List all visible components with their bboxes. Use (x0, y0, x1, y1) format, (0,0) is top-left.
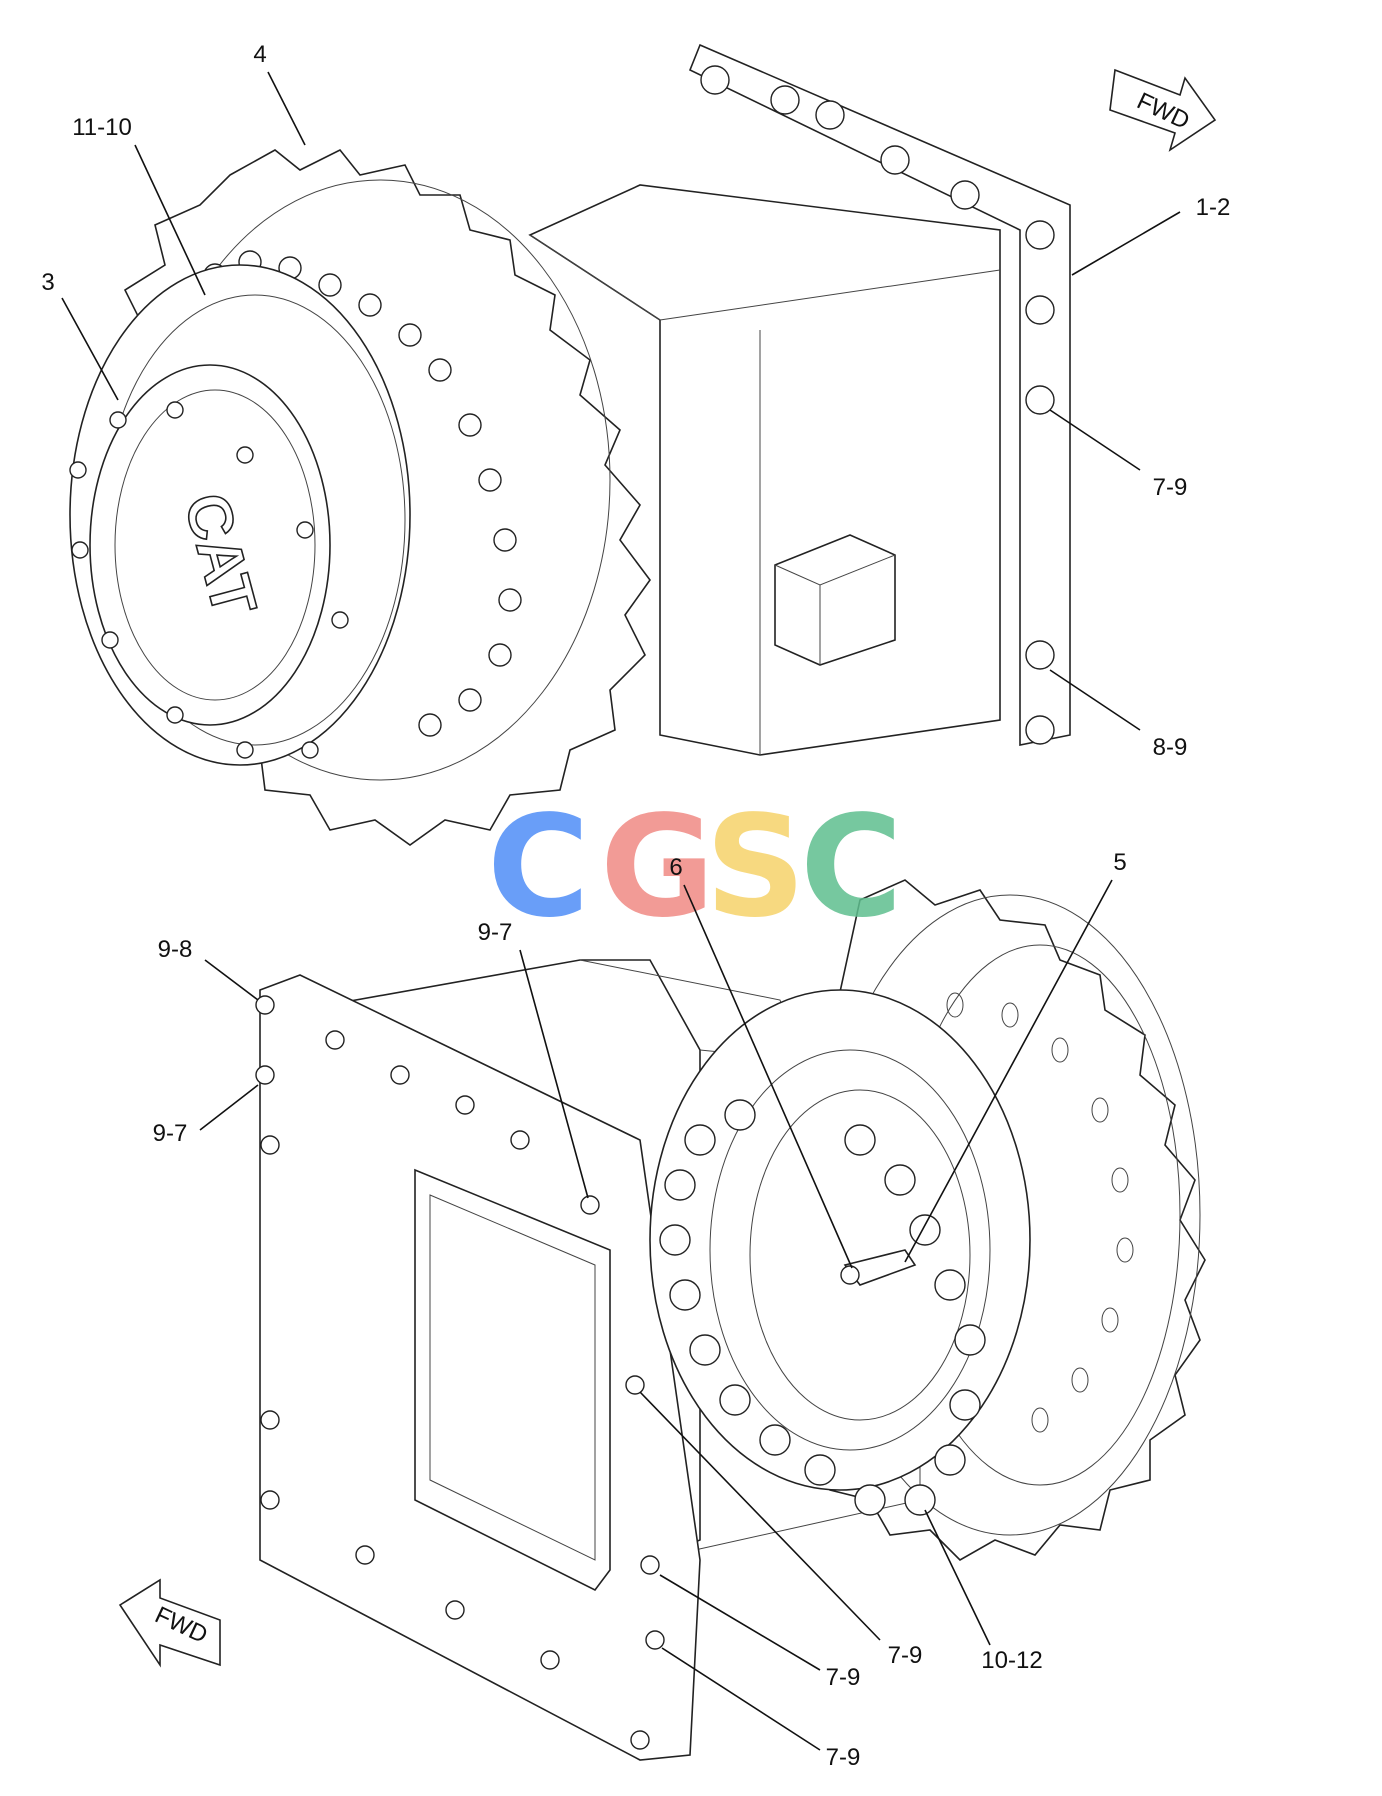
callout-7-9-low: 7-9 (659, 1574, 861, 1691)
plate-window (414, 1168, 611, 1592)
upper-flange-bolts (700, 65, 1055, 745)
hub-cover-bolts (69, 401, 349, 759)
lower-assembly (255, 879, 1206, 1761)
callout-9-8: 9-8 (158, 936, 259, 1001)
cgsc-watermark: C G S C (487, 786, 903, 949)
callout-label: 7-9 (826, 1664, 861, 1691)
watermark-letter-s: S (705, 786, 806, 949)
fwd-arrow-bottom: FWD (118, 1578, 221, 1668)
callout-5: 5 (904, 849, 1127, 1263)
callout-label: 11-10 (72, 114, 132, 141)
callout-10-12: 10-12 (924, 1509, 1043, 1674)
plate-studs (255, 995, 665, 1750)
drive-flange-bolts (659, 1099, 986, 1516)
callout-label: 8-9 (1153, 734, 1188, 761)
upper-flange-plate (688, 43, 1071, 746)
callout-9-7-left: 9-7 (153, 1084, 259, 1147)
callout-11-10: 11-10 (72, 114, 206, 296)
callout-6: 6 (669, 854, 853, 1269)
upper-assembly: CAT (69, 43, 1071, 846)
callout-7-9-bottom: 7-9 (661, 1647, 861, 1771)
hub-cover (89, 364, 331, 726)
callout-label: 9-8 (158, 936, 193, 963)
callout-label: 10-12 (981, 1647, 1042, 1674)
callout-9-7-top: 9-7 (478, 919, 589, 1199)
callout-label: 3 (41, 269, 54, 296)
callout-label: 7-9 (888, 1642, 923, 1669)
callout-label: 5 (1113, 849, 1126, 876)
fwd-arrow-top: FWD (1109, 68, 1217, 152)
watermark-letter-g: G (600, 786, 715, 949)
callout-8-9: 8-9 (1049, 669, 1188, 761)
callout-label: 7-9 (1153, 474, 1188, 501)
watermark-letter-c2: C (800, 786, 903, 949)
callout-label: 1-2 (1196, 194, 1231, 221)
callout-label: 9-7 (478, 919, 513, 946)
callout-3: 3 (41, 269, 119, 401)
callout-label: 4 (253, 41, 266, 68)
lower-sprocket-holes (946, 992, 1134, 1433)
callout-label: 6 (669, 854, 682, 881)
callout-label: 9-7 (153, 1120, 188, 1147)
callout-1-2: 1-2 (1071, 194, 1231, 276)
callout-label: 7-9 (826, 1744, 861, 1771)
watermark-letter-c1: C (487, 786, 590, 949)
callout-7-9-upper: 7-9 (1049, 409, 1188, 501)
callouts: 4 11-10 3 1-2 7-9 8-9 6 5 (41, 41, 1230, 1771)
fitting-nipple (840, 1265, 860, 1285)
callout-7-9-mid: 7-9 (639, 1391, 923, 1669)
callout-4: 4 (253, 41, 306, 146)
